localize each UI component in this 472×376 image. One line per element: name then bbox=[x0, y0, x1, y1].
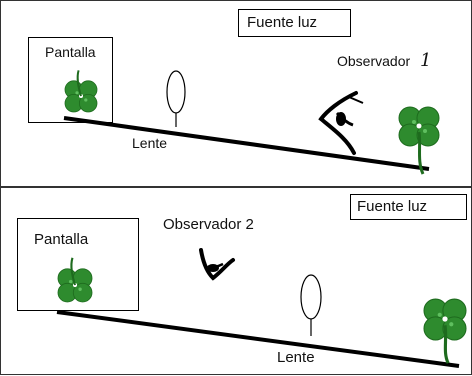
light-source-label: Fuente luz bbox=[357, 198, 428, 215]
clover-icon bbox=[398, 106, 440, 175]
clover-icon bbox=[423, 298, 467, 364]
lens-label: Lente bbox=[132, 135, 168, 151]
optical-bench bbox=[63, 116, 430, 171]
eye-icon bbox=[199, 248, 235, 281]
bottom-panel-drawing bbox=[56, 248, 467, 368]
convex-lens-icon bbox=[166, 70, 186, 127]
lens-label: Lente bbox=[277, 349, 315, 366]
eye-icon bbox=[318, 91, 364, 155]
light-source-box: Fuente luz bbox=[350, 194, 467, 220]
light-source-label: Fuente luz bbox=[247, 14, 318, 31]
convex-lens-icon bbox=[300, 274, 322, 336]
observer-label: Observador 1 bbox=[337, 50, 432, 71]
screen-label: Pantalla bbox=[34, 231, 89, 248]
optical-bench bbox=[56, 310, 460, 368]
screen-label: Pantalla bbox=[45, 44, 96, 60]
light-source-box: Fuente luz bbox=[238, 9, 351, 37]
clover-icon bbox=[57, 257, 93, 303]
diagram-panel-bottom: Fuente luz Pantalla Observador 2 Lente bbox=[0, 187, 472, 375]
top-panel-drawing bbox=[63, 70, 440, 175]
clover-icon bbox=[64, 70, 98, 113]
observer-label: Observador 2 bbox=[163, 216, 254, 233]
diagram-panel-top: Fuente luz Pantalla Lente Observador 1 bbox=[0, 0, 472, 187]
